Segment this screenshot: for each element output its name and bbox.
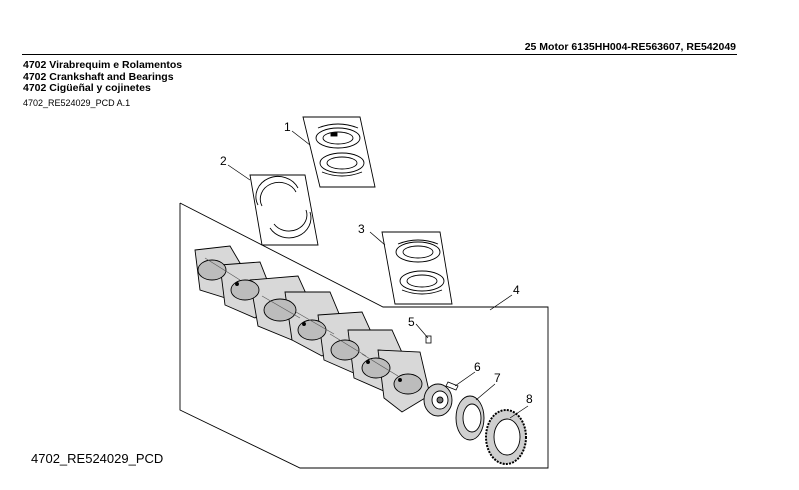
bearing-set-1 [302, 116, 376, 188]
page-header: 25 Motor 6135HH004-RE563607, RE542049 [0, 0, 799, 60]
pin-6 [445, 381, 459, 391]
illustration-code-top: 4702_RE524029_PCD A.1 [23, 98, 131, 108]
callout-4: 4 [513, 283, 520, 297]
callout-numbers: 1 2 3 4 5 6 7 8 [220, 120, 533, 406]
header-rule [22, 54, 737, 55]
crankshaft [194, 245, 453, 417]
timing-ring-7 [455, 395, 485, 441]
bearing-set-3 [381, 231, 453, 305]
callout-5: 5 [408, 315, 415, 329]
illustration-code-bottom: 4702_RE524029_PCD [31, 451, 164, 466]
thrust-washer-set-2 [249, 174, 319, 246]
dowel-pin-5 [425, 335, 432, 344]
callout-8: 8 [526, 392, 533, 406]
title-english: 4702 Crankshaft and Bearings [23, 70, 174, 83]
crankshaft-gear-8 [485, 409, 527, 465]
callout-6: 6 [474, 360, 481, 374]
leader-lines [227, 130, 529, 419]
callout-7: 7 [494, 371, 501, 385]
section-titles: 4702 Virabrequim e Rolamentos 4702 Crank… [23, 59, 183, 95]
title-spanish: 4702 Cigüeñal y cojinetes [23, 82, 151, 95]
header-title: 25 Motor 6135HH004-RE563607, RE542049 [524, 41, 736, 53]
callout-3: 3 [358, 222, 365, 236]
callout-1: 1 [284, 120, 291, 134]
assembly-outline [179, 202, 549, 469]
title-portuguese: 4702 Virabrequim e Rolamentos [23, 59, 183, 71]
callout-2: 2 [220, 154, 227, 168]
